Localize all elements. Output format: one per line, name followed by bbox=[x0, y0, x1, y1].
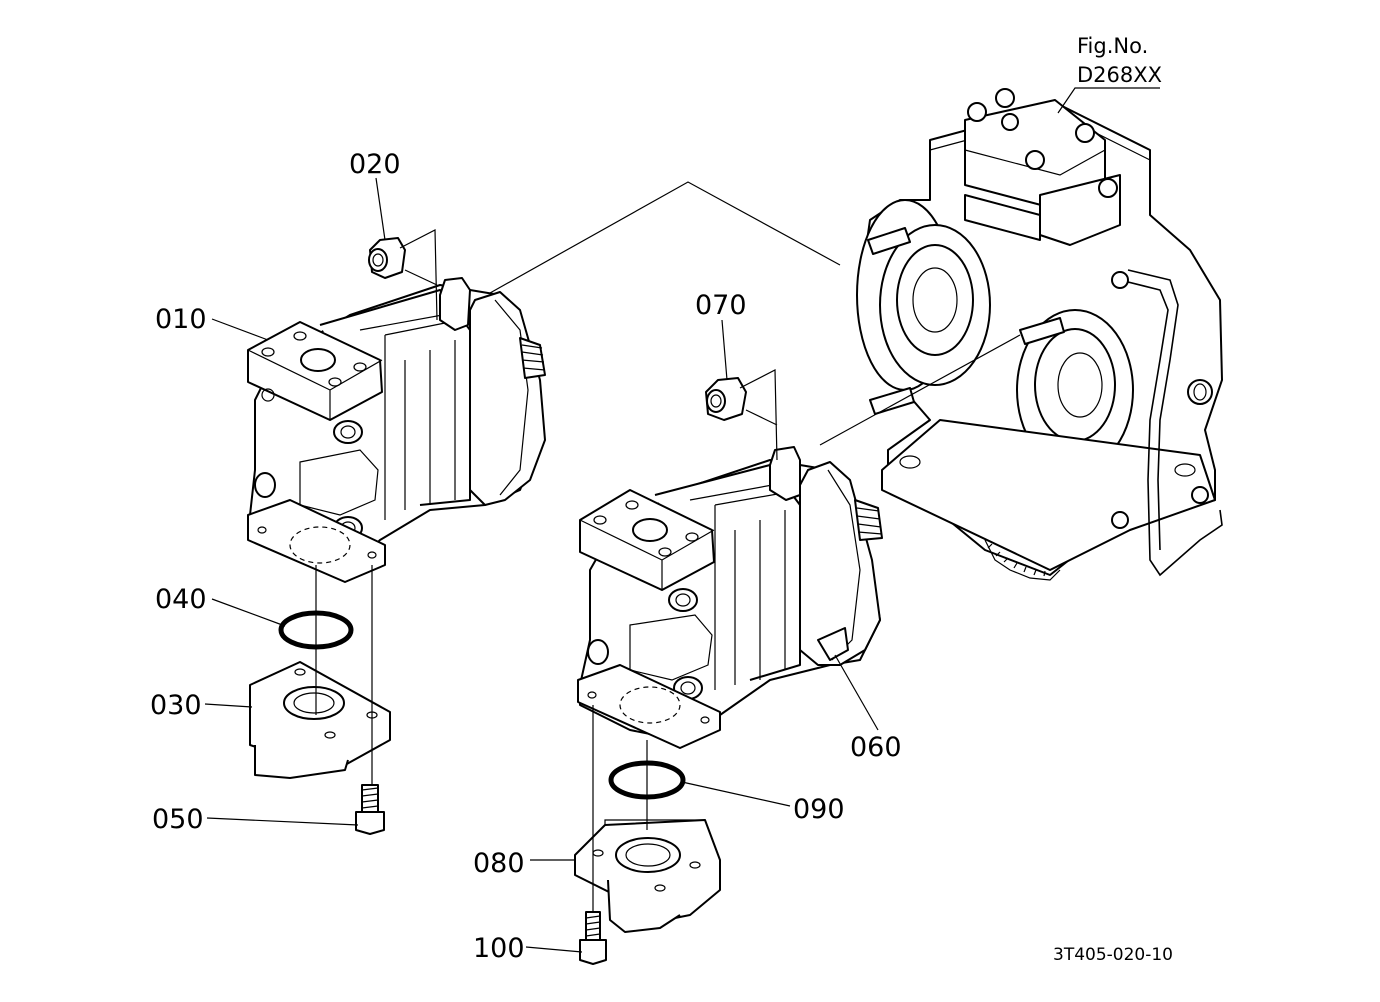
drawing-code: 3T405-020-10 bbox=[1053, 945, 1173, 965]
leader-lines bbox=[204, 177, 879, 953]
bolt-100 bbox=[579, 911, 607, 965]
callout-060: 060 bbox=[850, 732, 902, 763]
elbow-fitting-070 bbox=[705, 369, 778, 461]
elbow-fitting-020 bbox=[368, 229, 438, 321]
transmission-housing bbox=[856, 88, 1223, 581]
callout-020: 020 bbox=[349, 149, 401, 180]
hydraulic-pump-010 bbox=[247, 277, 546, 583]
fig-number-label: Fig.No. bbox=[1077, 34, 1148, 58]
bolt-050 bbox=[355, 784, 385, 835]
hydraulic-pipe bbox=[1111, 269, 1223, 577]
housing-top-bolts bbox=[967, 88, 1118, 198]
hydraulic-pump-060 bbox=[577, 446, 883, 749]
callout-050: 050 bbox=[152, 804, 204, 835]
callout-070: 070 bbox=[695, 290, 747, 321]
callout-030: 030 bbox=[150, 690, 202, 721]
callout-010: 010 bbox=[155, 304, 207, 335]
lower-bearing-port bbox=[1016, 309, 1134, 471]
callout-090: 090 bbox=[793, 794, 845, 825]
pipe-flange-030 bbox=[249, 661, 391, 779]
fig-number: D268XX bbox=[1077, 63, 1162, 87]
callout-100: 100 bbox=[473, 933, 525, 964]
pipe-flange-080 bbox=[574, 819, 721, 933]
callout-040: 040 bbox=[155, 584, 207, 615]
upper-bearing-port bbox=[879, 224, 991, 386]
callout-080: 080 bbox=[473, 848, 525, 879]
